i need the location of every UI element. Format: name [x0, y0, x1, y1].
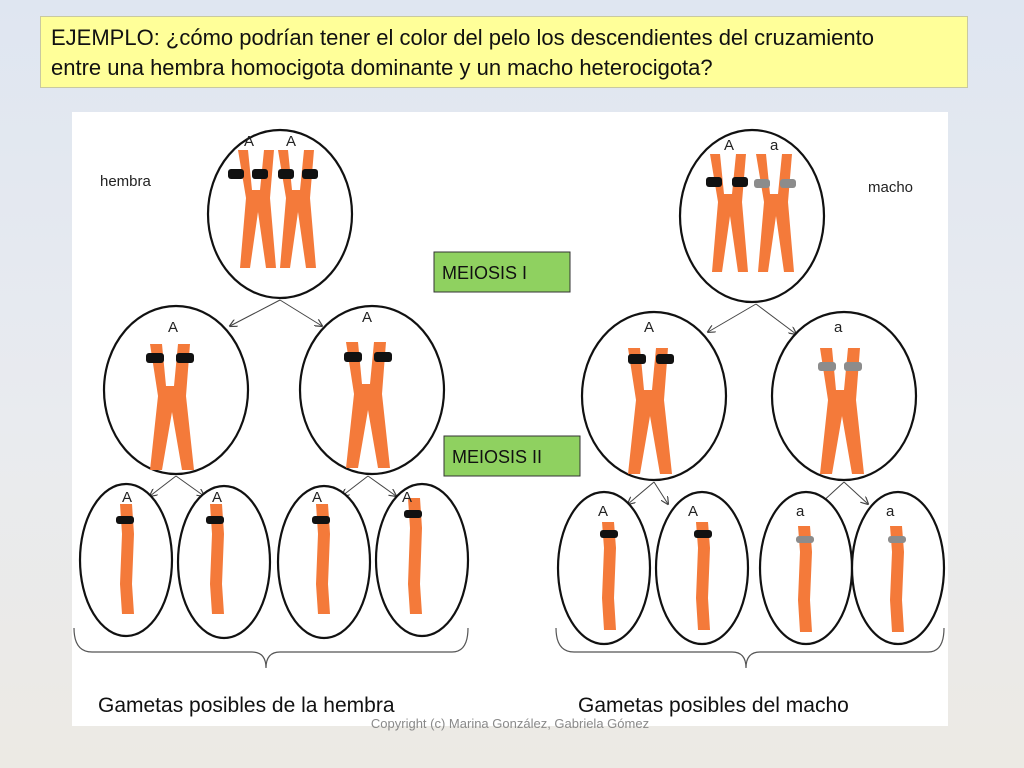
- chromosome-pair-left: [238, 150, 276, 268]
- female-gamete-1: A: [78, 482, 174, 638]
- allele-label: A: [362, 309, 372, 326]
- meiosis-2-label: MEIOSIS II: [452, 447, 542, 467]
- band-dominant: [302, 169, 318, 179]
- male-gamete-4: a: [850, 490, 946, 646]
- arrow-female-g3: [342, 475, 369, 496]
- male-label: macho: [868, 179, 913, 196]
- meiosis-1-box: MEIOSIS I: [433, 251, 571, 293]
- allele-label: A: [644, 319, 654, 336]
- band-recessive: [780, 179, 796, 188]
- arrow-male-g4: [843, 481, 868, 504]
- allele-label: A: [286, 133, 296, 150]
- allele-label: a: [834, 319, 843, 336]
- allele-label: A: [402, 489, 412, 506]
- arrow-female-left: [230, 299, 281, 326]
- diagram-panel: A A hembra A a macho MEIOSIS I: [72, 112, 948, 726]
- band-dominant: [228, 169, 244, 179]
- male-gametes-label: Gametas posibles del macho: [578, 694, 849, 717]
- male-gamete-3: a: [758, 490, 854, 646]
- meiosis-2-box: MEIOSIS II: [443, 435, 581, 477]
- band-dominant: [252, 169, 268, 179]
- arrow-female-g4: [367, 475, 396, 496]
- allele-label: A: [212, 489, 222, 506]
- meiosis-1-label: MEIOSIS I: [442, 263, 527, 283]
- meiosis-diagram: A A hembra A a macho MEIOSIS I: [73, 128, 946, 717]
- band-dominant: [278, 169, 294, 179]
- copyright-notice: Copyright (c) Marina González, Gabriela …: [370, 716, 650, 731]
- female-gametes-label: Gametas posibles de la hembra: [98, 694, 395, 717]
- allele-label: A: [688, 503, 698, 520]
- allele-label: A: [244, 133, 254, 150]
- arrow-female-g1: [150, 475, 177, 496]
- allele-label: A: [598, 503, 608, 520]
- arrow-male-g2: [653, 481, 668, 504]
- arrow-male-right: [755, 303, 796, 334]
- female-parent-cell: A A: [206, 128, 354, 300]
- band-dominant: [706, 177, 722, 187]
- title-box: EJEMPLO: ¿cómo podrían tener el color de…: [40, 16, 968, 88]
- arrow-male-g1: [628, 481, 655, 504]
- female-gamete-4: A: [374, 482, 470, 638]
- female-label: hembra: [100, 173, 152, 190]
- allele-label: a: [886, 503, 895, 520]
- allele-label: A: [168, 319, 178, 336]
- female-meiosis1-cell-left: A: [102, 304, 250, 476]
- male-meiosis1-cell-left: A: [580, 310, 728, 482]
- arrows: [150, 299, 868, 504]
- allele-label: A: [724, 137, 734, 154]
- title-line-2: entre una hembra homocigota dominante y …: [51, 55, 713, 80]
- title-line-1: EJEMPLO: ¿cómo podrían tener el color de…: [51, 25, 874, 50]
- arrow-male-left: [708, 303, 757, 332]
- allele-label: a: [796, 503, 805, 520]
- arrow-female-right: [279, 299, 322, 326]
- chromosome-pair-right: [278, 150, 316, 268]
- allele-label: A: [122, 489, 132, 506]
- female-brace: [73, 627, 469, 669]
- male-meiosis1-cell-right: a: [770, 310, 918, 482]
- female-gamete-3: A: [276, 484, 372, 640]
- band-recessive: [754, 179, 770, 188]
- allele-label: A: [312, 489, 322, 506]
- female-gamete-2: A: [176, 484, 272, 640]
- allele-label: a: [770, 137, 779, 154]
- band-dominant: [732, 177, 748, 187]
- male-brace: [555, 627, 945, 669]
- male-parent-cell: A a: [678, 128, 826, 304]
- male-gamete-2: A: [654, 490, 750, 646]
- female-meiosis1-cell-right: A: [298, 304, 446, 476]
- arrow-female-g2: [175, 475, 204, 496]
- male-gamete-1: A: [556, 490, 652, 646]
